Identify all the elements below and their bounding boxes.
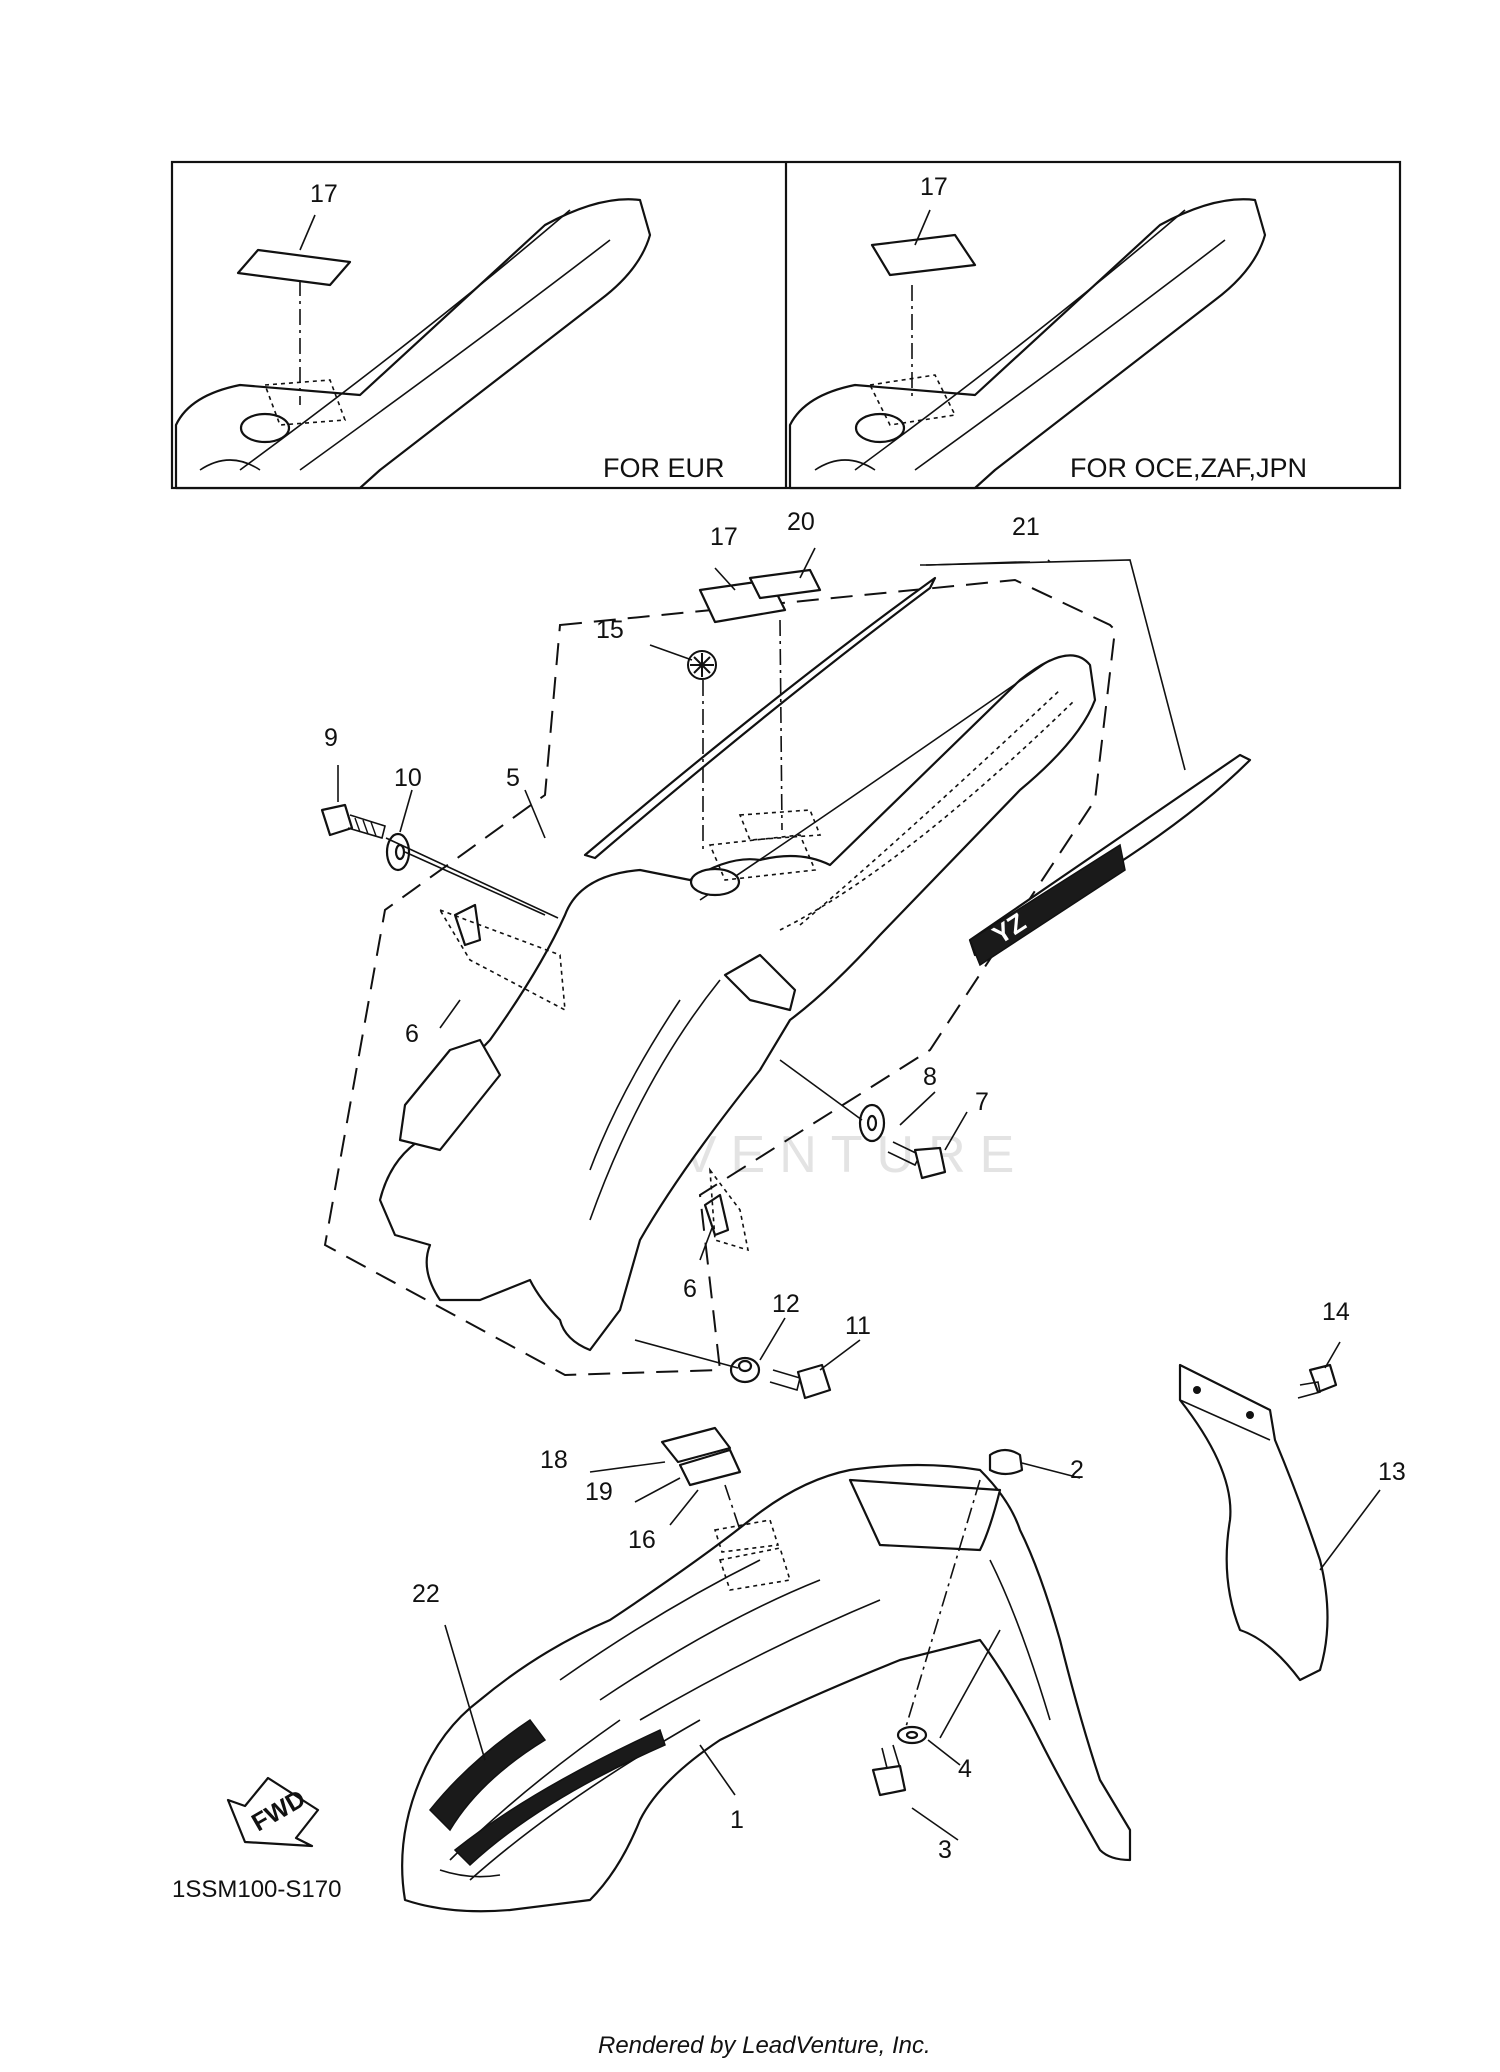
rear-fender-group-outline <box>323 578 1117 1377</box>
callout-19: 19 <box>585 1478 613 1506</box>
callout-10: 10 <box>394 764 422 792</box>
front-fender-body <box>401 1463 1132 1913</box>
front-fender-assembly <box>401 1426 1132 1913</box>
rendered-by-footer: Rendered by LeadVenture, Inc. <box>598 2032 931 2059</box>
callout-21: 21 <box>1012 513 1040 541</box>
callout-leaders <box>337 547 1381 1841</box>
mud-flap-assembly <box>1178 1363 1338 1682</box>
callout-20: 20 <box>787 508 815 536</box>
label-18 <box>660 1426 732 1464</box>
callout-numbers: 1 2 3 4 5 6 6 7 8 9 10 11 12 13 14 15 16… <box>324 508 1406 1864</box>
washer-4 <box>896 1725 928 1745</box>
callout-14: 14 <box>1322 1298 1350 1326</box>
callout-12: 12 <box>772 1290 800 1318</box>
callout-6b: 6 <box>683 1275 697 1303</box>
callout-9: 9 <box>324 724 338 752</box>
inset-panels: 17 17 FOR EUR FOR OCE,ZAF,JPN <box>170 160 1402 490</box>
front-fender-graphic <box>428 1718 547 1832</box>
washer-8 <box>858 1103 886 1143</box>
label-19 <box>678 1448 742 1487</box>
inset-eur-fender <box>174 198 652 490</box>
callout-22: 22 <box>412 1580 440 1608</box>
bolt-7 <box>887 1141 947 1180</box>
inset-eur-label: FOR EUR <box>603 453 725 483</box>
callout-6a: 6 <box>405 1020 419 1048</box>
bolt-3 <box>871 1744 907 1797</box>
inset-eur-callout: 17 <box>310 180 338 208</box>
collar-12 <box>729 1356 761 1384</box>
screw-14 <box>1297 1363 1338 1399</box>
fender-seat-hole <box>689 867 741 897</box>
callout-15: 15 <box>596 616 624 644</box>
diagram-code: 1SSM100-S170 <box>172 1876 341 1903</box>
callout-3: 3 <box>938 1836 952 1864</box>
rear-fender-body <box>378 654 1097 1352</box>
side-decal-logo <box>969 843 1126 967</box>
callout-13: 13 <box>1378 1458 1406 1486</box>
mud-flap-body <box>1178 1363 1329 1682</box>
side-decal-stripe <box>583 576 937 860</box>
inset-oce-label: FOR OCE,ZAF,JPN <box>1070 453 1307 483</box>
callout-8: 8 <box>923 1063 937 1091</box>
callout-1: 1 <box>730 1806 744 1834</box>
label-20 <box>748 568 822 600</box>
inset-oce-fender <box>788 198 1267 490</box>
grommet-2 <box>988 1448 1024 1476</box>
callout-11: 11 <box>845 1312 871 1340</box>
inset-oce-callout: 17 <box>920 173 948 201</box>
callout-16: 16 <box>628 1526 656 1554</box>
callout-17: 17 <box>710 523 738 551</box>
bolt-9 <box>320 803 386 840</box>
callout-18: 18 <box>540 1446 568 1474</box>
callout-5: 5 <box>506 764 520 792</box>
callout-2: 2 <box>1070 1456 1084 1484</box>
fwd-arrow[interactable]: FWD <box>226 1776 320 1848</box>
callout-4: 4 <box>958 1755 972 1783</box>
callout-7: 7 <box>975 1088 989 1116</box>
emblem-15 <box>687 650 717 680</box>
bolt-11 <box>769 1363 832 1400</box>
rear-fender-assembly: YZ <box>320 559 1252 1400</box>
